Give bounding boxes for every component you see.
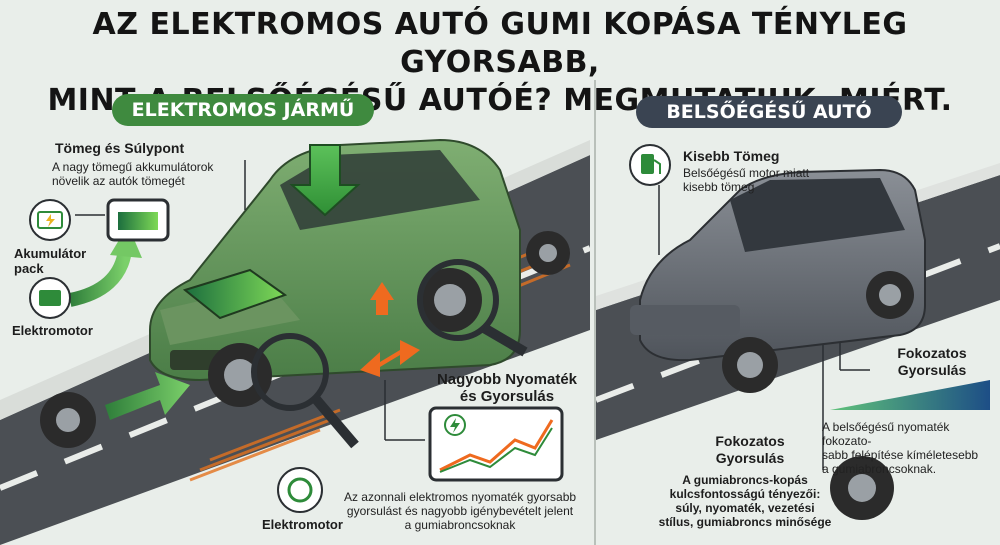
battery-icon (29, 199, 71, 241)
ice-accel-desc-line-3: a gumiabroncsoknak. (822, 462, 937, 476)
ev-mass-desc-line-1: A nagy tömegű akkumulátorok (52, 160, 214, 174)
motor-label-left: Elektromotor (12, 323, 93, 338)
loose-wheel-left (40, 392, 96, 448)
torque-title-line-1: Nagyobb Nyomaték (436, 371, 578, 388)
ice-accel-title-line-1: Fokozatos (897, 345, 967, 361)
ice-accel-desc-line-2: sabb felépítése kíméletesebb (822, 448, 979, 462)
ice-mass-title: Kisebb Tömeg (683, 148, 780, 164)
torque-desc-line-2: gyorsulást és nagyobb igénybevételt jele… (346, 504, 574, 518)
ice-accel2-title-line-2: Gyorsulás (715, 450, 785, 466)
ice-accel2-title-line-1: Fokozatos (715, 433, 785, 449)
motor-icon-bottom (277, 467, 323, 513)
torque-desc: Az azonnali elektromos nyomaték gyorsabb… (340, 490, 580, 532)
tire-wear-factors-line-4: stílus, gumiabroncs minősége (658, 515, 832, 529)
ice-accel2-title: Fokozatos Gyorsulás (700, 433, 800, 467)
ice-mass-desc-line-1: Belsőégésű motor miatt (683, 166, 810, 180)
ice-mass-desc-line-2: kisebb tömeg (683, 180, 755, 194)
ev-mass-title: Tömeg és Súlypont (55, 140, 185, 156)
ev-mass-desc-line-2: növelik az autók tömegét (52, 174, 185, 188)
up-curve-arrow (68, 248, 132, 307)
tire-wear-factors-line-2: kulcsfontosságú tényezői: (669, 487, 821, 501)
fuel-pump-icon (629, 144, 671, 186)
orange-double-arrow (360, 340, 420, 377)
motor-icon-left (29, 277, 71, 319)
orange-up-arrow (370, 282, 394, 315)
forward-arrow (105, 372, 190, 420)
gradual-ramp (830, 380, 990, 410)
battery-pack-illustration (182, 268, 288, 320)
torque-title-line-2: és Gyorsulás (459, 388, 555, 405)
title-line-1: AZ ELEKTROMOS AUTÓ GUMI KOPÁSA TÉNYLEG G… (92, 7, 908, 80)
loose-wheel-right (526, 231, 570, 275)
ice-tire-bottom (830, 456, 894, 520)
torque-desc-line-3: a gumiabroncsoknak (404, 518, 516, 532)
down-arrow (289, 144, 361, 217)
magnifier-rear (417, 259, 528, 357)
battery-pack-label: Akumulátor pack (14, 246, 86, 276)
torque-desc-line-1: Az azonnali elektromos nyomaték gyorsabb (343, 490, 577, 504)
motor-label-bottom: Elektromotor (262, 517, 343, 532)
torque-title: Nagyobb Nyomaték és Gyorsulás (432, 371, 582, 405)
torque-chart (428, 406, 564, 482)
tire-wear-factors: A gumiabroncs-kopás kulcsfontosságú tény… (650, 473, 840, 529)
battery-pack-label-line-1: Akumulátor (14, 246, 87, 261)
ice-accel-title-line-2: Gyorsulás (897, 362, 967, 378)
battery-box (106, 198, 170, 242)
tire-wear-factors-line-3: súly, nyomaték, vezetési (675, 501, 815, 515)
battery-pack-label-line-2: pack (14, 261, 44, 276)
ice-car (630, 168, 926, 393)
ice-accel-desc-line-1: A belsőégésű nyomaték fokozato- (822, 420, 950, 448)
ice-accel-desc: A belsőégésű nyomaték fokozato- sabb fel… (822, 420, 997, 476)
tire-wear-factors-line-1: A gumiabroncs-kopás (682, 473, 808, 487)
ev-section-header: ELEKTROMOS JÁRMŰ (112, 94, 374, 126)
ev-mass-desc: A nagy tömegű akkumulátorok növelik az a… (52, 160, 252, 188)
ice-accel-title: Fokozatos Gyorsulás (872, 345, 992, 379)
ice-mass-desc: Belsőégésű motor miatt kisebb tömeg (683, 166, 833, 194)
ice-section-header: BELSŐÉGÉSŰ AUTÓ (636, 96, 902, 128)
magnifier-front (251, 333, 359, 449)
